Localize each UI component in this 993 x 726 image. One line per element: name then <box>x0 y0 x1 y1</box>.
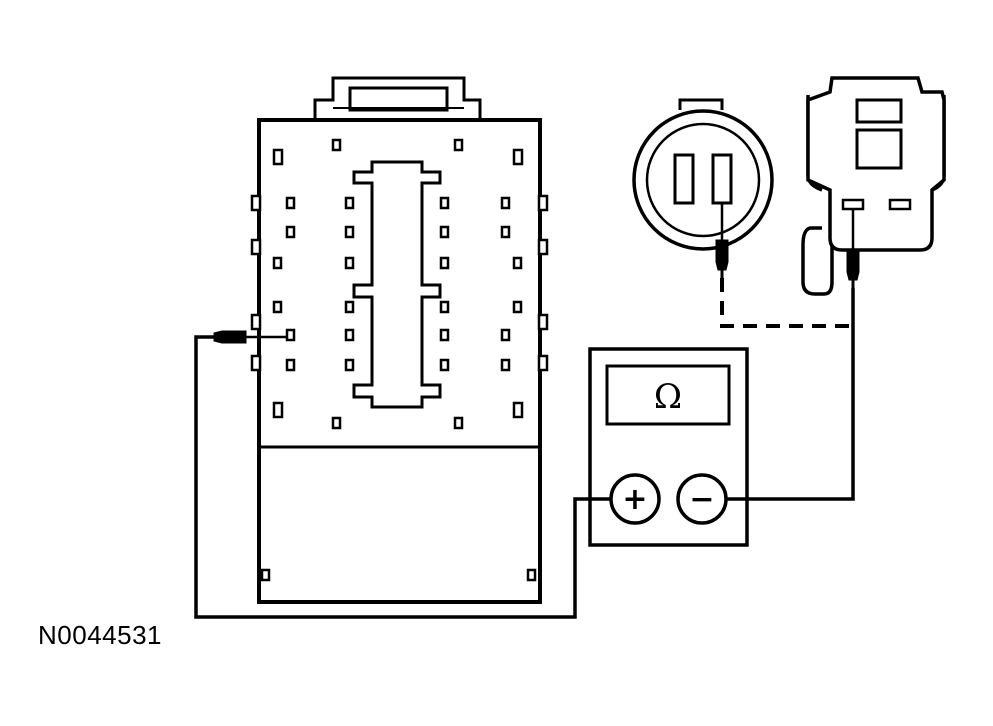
pin-cavity <box>512 300 523 314</box>
positive-lead <box>194 335 611 619</box>
module-connector <box>250 76 549 604</box>
pin-cavity <box>439 358 450 372</box>
connector-side-tabs <box>250 194 549 372</box>
pin-cavity <box>526 568 537 582</box>
pin-cavity <box>285 328 296 342</box>
pin-cavity <box>512 256 523 270</box>
pin-cavity <box>285 358 296 372</box>
pin-cavity <box>453 138 464 152</box>
round-connector-tab <box>678 98 724 110</box>
sensor-connector-pin-2 <box>888 198 912 211</box>
pin-cavity <box>344 225 355 239</box>
pin-cavity <box>439 328 450 342</box>
pin-cavity <box>331 138 342 152</box>
sensor-connector-pin-1 <box>841 198 865 211</box>
multimeter <box>588 347 749 547</box>
pin-cavity <box>272 148 284 166</box>
pin-cavity <box>500 328 511 342</box>
sensor-connector-left-clip <box>801 226 834 296</box>
connector-latch-window <box>348 86 449 112</box>
pin-cavity <box>439 300 450 314</box>
pin-cavity <box>453 416 464 430</box>
round-connector-pin-1 <box>673 153 695 205</box>
pin-cavity <box>500 196 511 210</box>
pin-cavity <box>512 401 524 419</box>
connector-keyway <box>352 160 442 409</box>
pin-cavity <box>285 225 296 239</box>
round-connector <box>632 98 774 278</box>
multimeter-display <box>605 364 731 426</box>
sensor-connector <box>801 76 946 296</box>
sensor-connector-probe <box>846 249 860 281</box>
pin-cavity <box>439 256 450 270</box>
sensor-connector-top-window <box>855 98 903 124</box>
pin-cavity <box>344 358 355 372</box>
pin-cavity <box>272 300 283 314</box>
round-connector-probe <box>715 239 729 271</box>
round-connector-inner <box>645 122 761 238</box>
pin-cavity <box>439 225 450 239</box>
pin-cavity <box>344 300 355 314</box>
round-connector-pin-2 <box>711 153 733 205</box>
pin-cavity <box>272 401 284 419</box>
pin-cavity <box>344 196 355 210</box>
pin-cavity <box>272 256 283 270</box>
negative-lead <box>726 288 855 501</box>
pin-cavity <box>331 416 342 430</box>
pin-cavities <box>260 138 537 582</box>
ohm-symbol: Ω <box>654 377 682 417</box>
pin-cavity <box>439 196 450 210</box>
positive-sign: + <box>622 482 647 517</box>
pin-cavity <box>285 196 296 210</box>
pin-cavity <box>500 225 511 239</box>
negative-sign: − <box>689 482 714 517</box>
pin-cavity <box>512 148 524 166</box>
pin-cavity <box>500 358 511 372</box>
module-probe <box>213 330 247 344</box>
sensor-connector-mid-window <box>855 128 903 170</box>
figure-id: N0044531 <box>38 620 162 650</box>
pin-cavity <box>344 256 355 270</box>
alternate-lead-dashed <box>720 278 853 328</box>
pin-cavity <box>260 568 271 582</box>
pin-cavity <box>344 328 355 342</box>
